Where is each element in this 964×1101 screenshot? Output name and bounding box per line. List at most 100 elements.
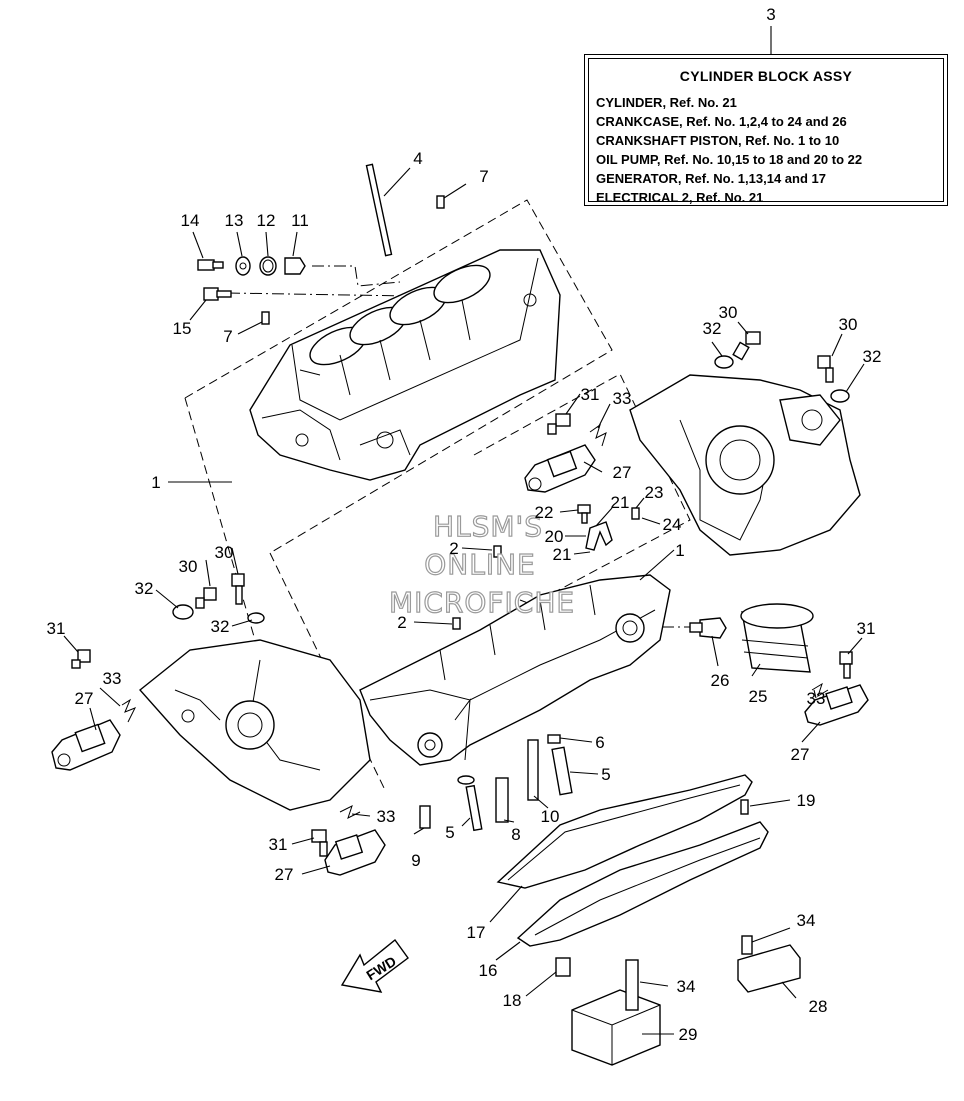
callout-label: 34 [677, 977, 696, 996]
callout-label: 30 [215, 543, 234, 562]
callout-label: 27 [613, 463, 632, 482]
crankcase [359, 574, 671, 766]
watermark: HLSM'S ONLINE MICROFICHE [388, 509, 575, 619]
dowel-pin [436, 195, 445, 209]
cylinder-block [249, 249, 561, 481]
stud-bolt [365, 163, 393, 257]
oil-pan-gasket [496, 774, 753, 889]
assembly-ref-line: ELECTRICAL 2, Ref. No. 21 [596, 190, 764, 205]
assembly-ref-line: CYLINDER, Ref. No. 21 [596, 95, 737, 110]
engine-mount-right [804, 684, 869, 726]
callout-label: 5 [601, 765, 610, 784]
callout-label: 21 [553, 545, 572, 564]
callout-label: 16 [479, 961, 498, 980]
callout-label: 33 [613, 389, 632, 408]
crankcase-group-outline [473, 373, 691, 601]
oil-fitting [689, 617, 727, 639]
callout-label: 31 [47, 619, 66, 638]
callout-label: 7 [479, 167, 488, 186]
assembly-info-box: CYLINDER BLOCK ASSY CYLINDER, Ref. No. 2… [584, 54, 948, 206]
callout-label: 29 [679, 1025, 698, 1044]
callout-label: 12 [257, 211, 276, 230]
callout-numbers: 3 4 7 14 13 12 11 15 7 1 30 32 30 32 31 … [47, 5, 882, 1044]
callout-label: 32 [703, 319, 722, 338]
bolt-washer-set [197, 256, 306, 276]
clip-33-b [589, 423, 607, 447]
watermark-line-2: ONLINE [424, 548, 535, 581]
callout-label: 27 [791, 745, 810, 764]
callout-label: 30 [179, 557, 198, 576]
assembly-ref-line: CRANKCASE, Ref. No. 1,2,4 to 24 and 26 [596, 114, 847, 129]
callout-label: 23 [645, 483, 664, 502]
callout-label: 11 [291, 211, 309, 230]
small-fasteners [71, 331, 853, 857]
callout-label: 32 [135, 579, 154, 598]
callout-label: 15 [173, 319, 192, 338]
bolt-34a [741, 935, 753, 955]
callout-label: 21 [611, 493, 630, 512]
callout-label: 2 [449, 539, 458, 558]
oil-pipe [585, 521, 613, 551]
bolt-alignment-line [312, 265, 401, 287]
callout-label: 10 [541, 807, 560, 826]
callout-label: 7 [223, 327, 232, 346]
bolt-15 [203, 287, 232, 301]
forward-arrow: FWD [340, 938, 409, 993]
callout-label: 24 [663, 515, 682, 534]
callout-label: 31 [269, 835, 288, 854]
drain-bolt [555, 957, 571, 977]
assembly-ref-line: OIL PUMP, Ref. No. 10,15 to 18 and 20 to… [596, 152, 863, 167]
generator-cover-left [138, 639, 371, 811]
callout-label: 27 [75, 689, 94, 708]
callout-label: 33 [807, 689, 826, 708]
assembly-ref-line: CRANKSHAFT PISTON, Ref. No. 1 to 10 [596, 133, 840, 148]
callout-label: 33 [377, 807, 396, 826]
callout-label: 20 [545, 527, 564, 546]
bolt-34b [625, 959, 639, 1011]
assembly-ref-line: GENERATOR, Ref. No. 1,13,14 and 17 [596, 171, 826, 186]
callout-label: 17 [467, 923, 486, 942]
callout-label: 30 [719, 303, 738, 322]
callout-label: 34 [797, 911, 816, 930]
callout-label: 33 [103, 669, 122, 688]
callout-label: 13 [225, 211, 244, 230]
callout-label: 32 [211, 617, 230, 636]
callout-label: 3 [766, 5, 775, 24]
oil-pan [516, 821, 769, 947]
callout-label: 22 [535, 503, 554, 522]
callout-label: 27 [275, 865, 294, 884]
assembly-info-inner-frame: CYLINDER BLOCK ASSY CYLINDER, Ref. No. 2… [588, 58, 944, 205]
callout-label: 25 [749, 687, 768, 706]
callout-label: 19 [797, 791, 816, 810]
clip-33-a [121, 698, 137, 723]
callout-label: 30 [839, 315, 858, 334]
generator-cover-right [629, 374, 861, 556]
callout-label: 2 [397, 613, 406, 632]
callout-label: 9 [411, 851, 420, 870]
leader-lines [63, 26, 865, 1035]
callout-label: 32 [863, 347, 882, 366]
callout-label: 5 [445, 823, 454, 842]
clip-33-d [339, 805, 361, 819]
callout-label: 28 [809, 997, 828, 1016]
callout-label: 14 [181, 211, 200, 230]
assembly-title: CYLINDER BLOCK ASSY [679, 68, 853, 84]
callout-label: 31 [857, 619, 876, 638]
bolt-alignment-line-15 [227, 292, 411, 297]
dowel-pin-2 [261, 311, 270, 325]
engine-mount-bottom [324, 829, 386, 876]
callout-label: 31 [581, 385, 600, 404]
watermark-line-3: MICROFICHE [389, 586, 575, 619]
clip-33-c [811, 682, 829, 698]
callout-label: 4 [413, 149, 422, 168]
callout-label: 26 [711, 671, 730, 690]
callout-label: 1 [675, 541, 684, 560]
engine-mount-left [51, 719, 121, 771]
callout-label: 18 [503, 991, 522, 1010]
watermark-line-1: HLSM'S [433, 510, 543, 543]
engine-mount-upper [524, 444, 596, 493]
crankcase-bolts [419, 734, 573, 832]
damper-block [737, 944, 801, 993]
callout-label: 8 [511, 825, 520, 844]
